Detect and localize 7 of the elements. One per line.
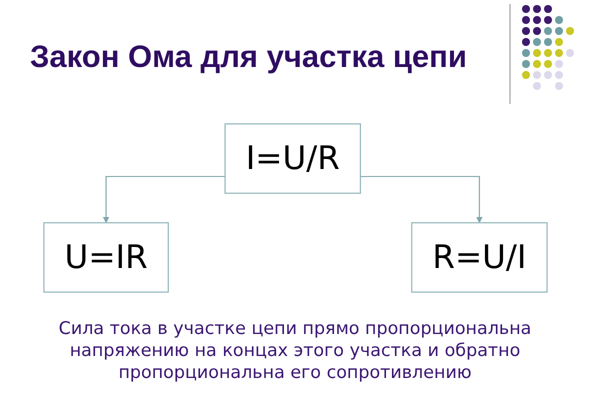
- caption: Сила тока в участке цепи прямо пропорциональна напряжению на концах этого участка и обратно пропорциональна его сопротивлению: [58, 318, 532, 384]
- formula-box: I=U/R: [224, 123, 360, 194]
- formula-box: U=IR: [42, 222, 168, 293]
- formula-box: R=U/I: [410, 222, 548, 293]
- arrow: [360, 176, 482, 224]
- title: Закон Ома для участка цепи: [30, 39, 467, 75]
- arrow: [102, 176, 225, 224]
